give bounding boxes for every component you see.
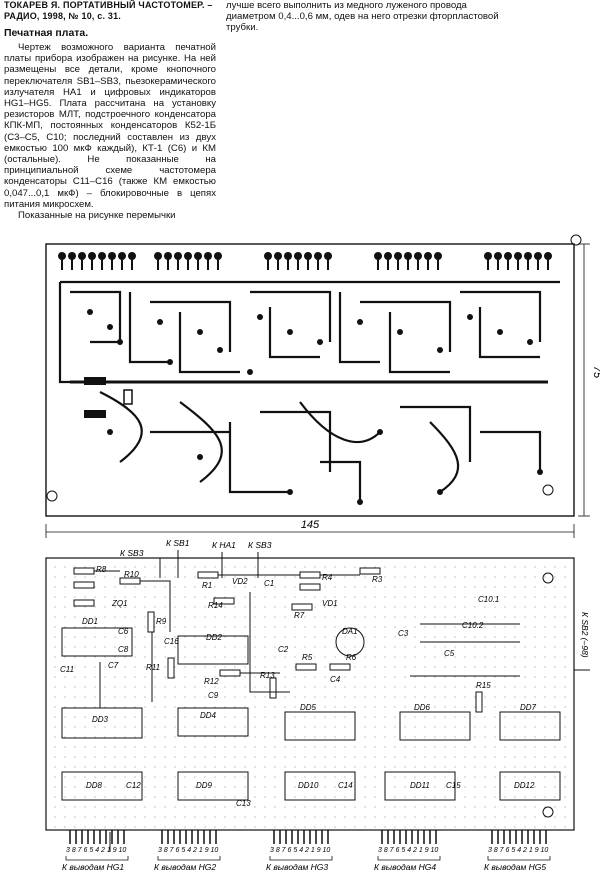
label-dd2: DD2 — [206, 633, 223, 642]
label-dd9: DD9 — [196, 781, 213, 790]
label-c3: C3 — [398, 629, 409, 638]
component-side-board: К SB3 К SB1 К HA1 К SB3 К SB2 (–98) — [45, 538, 590, 872]
label-dd6: DD6 — [414, 703, 431, 712]
label-c15: C15 — [446, 781, 461, 790]
label-c1: C1 — [264, 579, 274, 588]
label-dd4: DD4 — [200, 711, 217, 720]
label-dd1: DD1 — [82, 617, 98, 626]
chip-dd12 — [499, 771, 561, 801]
pins-hg5: 3 8 7 6 5 4 2 1 9 10 — [488, 847, 548, 854]
label-c14: C14 — [338, 781, 353, 790]
label-r14: R14 — [208, 601, 223, 610]
pins-hg1: 3 8 7 6 5 4 2 1 9 10 — [66, 847, 126, 854]
label-vd1: VD1 — [322, 599, 338, 608]
label-c10-2: C10.2 — [462, 621, 484, 630]
label-c8: C8 — [118, 645, 129, 654]
label-r15: R15 — [476, 681, 491, 690]
dimension-lines — [45, 243, 590, 538]
pins-hg2: 3 8 7 6 5 4 2 1 9 10 — [158, 847, 218, 854]
chip-da1 — [335, 627, 365, 657]
label-dd12: DD12 — [514, 781, 535, 790]
chip-dd1 — [61, 627, 133, 657]
pins-hg4: 3 8 7 6 5 4 2 1 9 10 — [378, 847, 438, 854]
dim-width: 145 — [301, 519, 320, 531]
label-c10-1: C10.1 — [478, 595, 499, 604]
pad-row-5 — [484, 252, 552, 270]
pad-row-1 — [58, 252, 136, 270]
chip-dd6 — [399, 711, 471, 741]
chip-dd7 — [499, 711, 561, 741]
label-r13: R13 — [260, 671, 275, 680]
label-r11: R11 — [146, 663, 160, 672]
label-dd8: DD8 — [86, 781, 103, 790]
copper-traces — [58, 280, 560, 502]
citation: ТОКАРЕВ Я. ПОРТАТИВНЫЙ ЧАСТОТОМЕР. – РАД… — [4, 0, 213, 21]
paragraph-1: Чертеж возможного варианта печатной плат… — [4, 42, 216, 210]
copper-pads — [87, 309, 543, 505]
pad-row-2 — [154, 252, 222, 270]
right-column-text: лучше всего выполнить из медного луженог… — [226, 0, 499, 34]
chip-dd8 — [61, 771, 143, 801]
label-dd3: DD3 — [92, 715, 109, 724]
label-hg4: К выводам HG4 — [374, 862, 436, 872]
label-hg2: К выводам HG2 — [154, 862, 216, 872]
chip-dd5 — [284, 711, 356, 741]
label-k-sb1: К SB1 — [166, 538, 190, 548]
label-c6: C6 — [118, 627, 129, 636]
label-r1: R1 — [202, 581, 212, 590]
label-r6: R6 — [346, 653, 357, 662]
label-hg3: К выводам HG3 — [266, 862, 328, 872]
label-hg5: К выводам HG5 — [484, 862, 546, 872]
label-r10: R10 — [124, 570, 139, 579]
label-k-sb3: К SB3 — [120, 548, 144, 558]
label-c13: C13 — [236, 799, 251, 808]
dim-height: 75 — [591, 366, 600, 379]
label-c12: C12 — [126, 781, 141, 790]
label-k-ha1: К HA1 — [212, 540, 236, 550]
label-r4: R4 — [322, 573, 333, 582]
label-c11: C11 — [60, 665, 74, 674]
section-title: Печатная плата. — [4, 27, 89, 39]
pcb-figure: 145 75 К SB3 К SB1 К HA1 К SB3 К SB2 (–9… — [0, 232, 600, 872]
label-c7: C7 — [108, 661, 119, 670]
label-r8: R8 — [96, 565, 107, 574]
chip-dd9 — [177, 771, 249, 801]
label-dd5: DD5 — [300, 703, 317, 712]
pins-hg3: 3 8 7 6 5 4 2 1 9 10 — [270, 847, 330, 854]
label-vd2: VD2 — [232, 577, 248, 586]
label-k-sb3b: К SB3 — [248, 540, 272, 550]
label-c5: C5 — [444, 649, 455, 658]
paragraph-2: Показанные на рисунке перемычки — [18, 210, 176, 222]
right-text-column: лучше всего выполнить из медного луженог… — [226, 0, 506, 34]
label-c4: C4 — [330, 675, 341, 684]
label-r12: R12 — [204, 677, 219, 686]
label-r5: R5 — [302, 653, 313, 662]
connector-pins — [69, 830, 547, 844]
chip-dd10 — [284, 771, 356, 801]
label-k-sb2: К SB2 (–98) — [580, 612, 590, 658]
pcb-drawing: 145 75 К SB3 К SB1 К HA1 К SB3 К SB2 (–9… — [45, 234, 600, 872]
label-zq1: ZQ1 — [111, 599, 128, 608]
label-c2: C2 — [278, 645, 289, 654]
label-r3: R3 — [372, 575, 383, 584]
label-c16: C16 — [164, 637, 179, 646]
pad-row-3 — [264, 252, 332, 270]
label-hg1: К выводам HG1 — [62, 862, 124, 872]
chip-dd11 — [384, 771, 456, 801]
left-text-column: ТОКАРЕВ Я. ПОРТАТИВНЫЙ ЧАСТОТОМЕР. – РАД… — [4, 0, 216, 221]
copper-side-board: 145 75 — [45, 234, 600, 538]
label-dd11: DD11 — [410, 781, 430, 790]
label-dd10: DD10 — [298, 781, 319, 790]
pad-row-4 — [374, 252, 442, 270]
label-r7: R7 — [294, 611, 305, 620]
chip-dd4 — [177, 707, 249, 737]
label-c9: C9 — [208, 691, 219, 700]
label-da1: DA1 — [342, 627, 358, 636]
label-dd7: DD7 — [520, 703, 537, 712]
chip-dd3 — [61, 707, 143, 739]
chip-dd2 — [177, 635, 249, 665]
label-r9: R9 — [156, 617, 167, 626]
